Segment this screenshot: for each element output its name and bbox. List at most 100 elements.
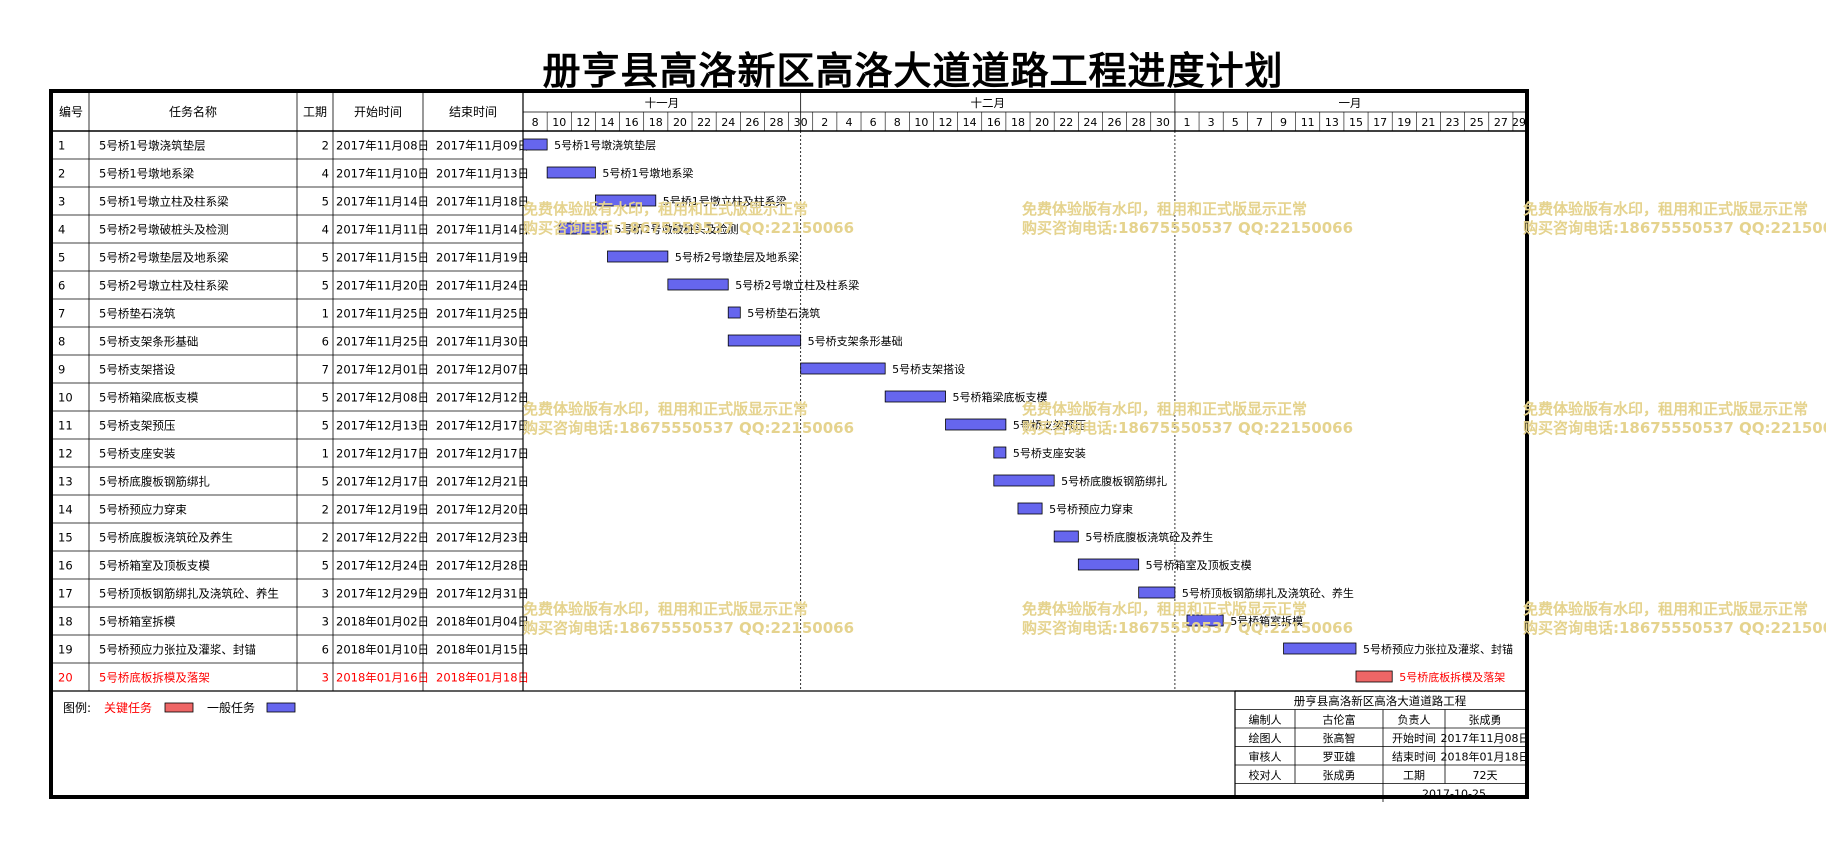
day-tick-label: 18: [1011, 116, 1025, 129]
task-bar-label: 5号桥2号墩立柱及柱系梁: [735, 278, 859, 292]
info-cell: 结束时间: [1392, 751, 1436, 764]
task-duration: 5: [322, 391, 329, 405]
watermark-line: 购买咨询电话:18675550537 QQ:22150066: [523, 219, 855, 237]
task-start: 2017年11月11日: [336, 223, 429, 237]
task-start: 2017年12月08日: [336, 391, 429, 405]
task-end: 2017年11月19日: [436, 251, 529, 265]
task-name: 5号桥2号墩破桩头及检测: [99, 223, 229, 237]
page-title: 册亨县高洛新区高洛大道道路工程进度计划: [542, 48, 1284, 93]
watermark-line: 免费体验版有水印，租用和正式版显示正常: [1022, 600, 1308, 618]
day-tick-label: 16: [625, 116, 639, 129]
task-duration: 3: [322, 587, 329, 601]
task-bar-label: 5号桥顶板钢筋绑扎及浇筑砼、养生: [1182, 586, 1354, 600]
day-tick-label: 7: [1256, 116, 1263, 129]
task-end: 2017年12月17日: [436, 447, 529, 461]
day-tick-label: 14: [963, 116, 977, 129]
task-id: 8: [58, 335, 65, 349]
legend-critical-label: 关键任务: [104, 700, 152, 715]
day-tick-label: 8: [894, 116, 901, 129]
task-start: 2017年12月17日: [336, 475, 429, 489]
task-id: 11: [58, 419, 73, 433]
task-id: 1: [58, 139, 65, 153]
task-id: 16: [58, 559, 73, 573]
header-duration: 工期: [303, 105, 327, 119]
task-id: 14: [58, 503, 73, 517]
day-tick-label: 27: [1494, 116, 1508, 129]
task-name: 5号桥顶板钢筋绑扎及浇筑砼、养生: [99, 587, 279, 601]
day-tick-label: 13: [1325, 116, 1339, 129]
task-id: 15: [58, 531, 73, 545]
month-label: 十一月: [645, 96, 680, 110]
task-name: 5号桥1号墩地系梁: [99, 167, 195, 181]
task-start: 2017年12月29日: [336, 587, 429, 601]
day-tick-label: 4: [845, 116, 852, 129]
task-start: 2017年12月22日: [336, 531, 429, 545]
task-name: 5号桥支架预压: [99, 419, 175, 433]
task-bar-label: 5号桥2号墩破桩头及检测: [615, 222, 739, 236]
task-bar-label: 5号桥预应力穿束: [1049, 502, 1133, 516]
watermark-line: 购买咨询电话:18675550537 QQ:22150066: [1022, 619, 1354, 637]
task-bar: [1077, 558, 1140, 571]
task-bar: [667, 278, 729, 291]
task-id: 12: [58, 447, 73, 461]
task-start: 2017年12月17日: [336, 447, 429, 461]
day-tick-label: 24: [1083, 116, 1097, 129]
task-name: 5号桥箱室拆模: [99, 615, 176, 629]
day-tick-label: 17: [1373, 116, 1387, 129]
day-tick-label: 6: [870, 116, 877, 129]
task-duration: 3: [322, 671, 329, 685]
watermark-line: 免费体验版有水印，租用和正式版显示正常: [1022, 400, 1308, 418]
task-bar-label: 5号桥1号墩浇筑垫层: [554, 138, 656, 152]
watermark: 免费体验版有水印，租用和正式版显示正常购买咨询电话:18675550537 QQ…: [1523, 400, 1826, 438]
task-id: 20: [58, 671, 73, 685]
day-tick-label: 22: [697, 116, 711, 129]
task-name: 5号桥支座安装: [99, 447, 176, 461]
info-date: 2017-10-25: [1422, 788, 1486, 801]
day-tick-label: 16: [987, 116, 1001, 129]
task-bar-label: 5号桥垫石浇筑: [747, 306, 820, 320]
task-bar-label: 5号桥1号墩地系梁: [602, 166, 693, 180]
task-bar-label: 5号桥箱室及顶板支模: [1146, 558, 1252, 572]
day-tick-label: 19: [1397, 116, 1411, 129]
watermark-line: 免费体验版有水印，租用和正式版显示正常: [1523, 200, 1809, 218]
task-duration: 2: [322, 139, 329, 153]
task-bar: [884, 390, 946, 403]
task-duration: 5: [322, 195, 329, 209]
task-duration: 4: [322, 167, 329, 181]
day-tick-label: 18: [649, 116, 663, 129]
watermark: 免费体验版有水印，租用和正式版显示正常购买咨询电话:18675550537 QQ…: [1022, 400, 1353, 438]
task-id: 7: [58, 307, 65, 321]
day-tick-label: 8: [532, 116, 539, 129]
day-tick-label: 12: [576, 116, 590, 129]
watermark: 免费体验版有水印，租用和正式版显示正常购买咨询电话:18675550537 QQ…: [1523, 200, 1826, 238]
header-start: 开始时间: [354, 105, 402, 119]
task-end: 2017年12月21日: [436, 475, 529, 489]
info-cell: 审核人: [1249, 750, 1282, 764]
task-duration: 2: [322, 531, 329, 545]
watermark-line: 购买咨询电话:18675550537 QQ:22150066: [523, 419, 855, 437]
day-tick-label: 25: [1470, 116, 1484, 129]
task-name: 5号桥预应力张拉及灌浆、封锚: [99, 643, 256, 657]
watermark: 免费体验版有水印，租用和正式版显示正常购买咨询电话:18675550537 QQ…: [1022, 200, 1353, 238]
day-tick-label: 28: [1132, 116, 1146, 129]
month-label: 十二月: [971, 96, 1006, 110]
day-tick-label: 1: [1183, 116, 1190, 129]
legend-label: 图例:: [63, 701, 91, 715]
task-end: 2017年12月28日: [436, 559, 529, 573]
day-tick-label: 5: [1232, 116, 1239, 129]
watermark: 免费体验版有水印，租用和正式版显示正常购买咨询电话:18675550537 QQ…: [523, 200, 854, 238]
task-start: 2017年11月25日: [336, 335, 429, 349]
watermark-line: 购买咨询电话:18675550537 QQ:22150066: [1523, 619, 1826, 637]
task-bar: [945, 418, 1007, 431]
task-end: 2017年11月30日: [436, 335, 529, 349]
task-name: 5号桥底腹板钢筋绑扎: [99, 475, 210, 489]
header-id: 编号: [59, 104, 83, 119]
day-tick-label: 10: [552, 116, 566, 129]
task-end: 2017年12月17日: [436, 419, 529, 433]
watermark-line: 购买咨询电话:18675550537 QQ:22150066: [1022, 419, 1354, 437]
task-id: 2: [58, 167, 65, 181]
info-cell: 古伦富: [1323, 713, 1356, 727]
task-end: 2017年12月20日: [436, 503, 529, 517]
task-bar: [546, 166, 596, 179]
